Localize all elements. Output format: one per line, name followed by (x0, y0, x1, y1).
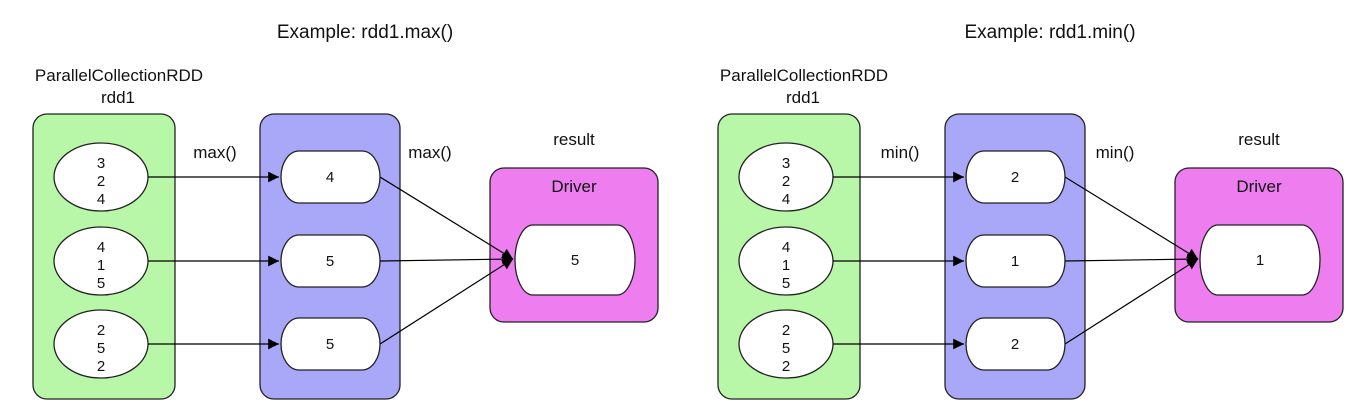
partition-value: 3 (782, 155, 790, 172)
partial-result-node (965, 234, 1066, 288)
partition-value: 5 (97, 340, 105, 357)
partition-value: 4 (97, 191, 105, 208)
partition-value: 5 (782, 275, 790, 292)
partial-result-value: 5 (326, 253, 334, 270)
partition-value: 2 (97, 173, 105, 190)
result-label: result (1238, 130, 1280, 149)
partition-value: 2 (97, 358, 105, 375)
reduce-arrow (1064, 253, 1199, 265)
reduce-arrow (1064, 176, 1199, 260)
reduce-arrow (379, 176, 514, 260)
partition-value: 2 (782, 358, 790, 375)
partition-value: 4 (782, 239, 790, 256)
reduce-arrow (1064, 258, 1199, 345)
driver-label: Driver (551, 177, 597, 196)
partial-result-value: 4 (326, 169, 334, 186)
partition-value: 1 (97, 257, 105, 274)
partition-value: 5 (782, 340, 790, 357)
operation-label: max() (408, 143, 451, 162)
partition-value: 2 (782, 173, 790, 190)
diagram-max: Example: rdd1.max() ParallelCollectionRDD… (32, 22, 659, 400)
partial-result-node (280, 234, 381, 288)
partial-result-value: 5 (326, 336, 334, 353)
partial-result-node (965, 317, 1066, 371)
rdd-class-label: ParallelCollectionRDD (35, 66, 203, 85)
partial-result-node (965, 150, 1066, 204)
rdd-name-label: rdd1 (786, 88, 820, 107)
partition-value: 1 (782, 257, 790, 274)
partition-value: 5 (97, 275, 105, 292)
driver-result-node (1199, 224, 1321, 296)
reduce-arrow (379, 258, 514, 345)
diagram-title: Example: rdd1.max() (277, 22, 453, 43)
driver-result-value: 1 (1256, 252, 1264, 269)
partition-value: 4 (782, 191, 790, 208)
rdd-class-label: ParallelCollectionRDD (720, 66, 888, 85)
partial-result-node (280, 317, 381, 371)
diagram-title: Example: rdd1.min() (964, 22, 1135, 43)
partition-value: 2 (97, 322, 105, 339)
result-label: result (553, 130, 595, 149)
partition-value: 4 (97, 239, 105, 256)
partial-result-value: 1 (1011, 253, 1019, 270)
driver-result-node (514, 224, 636, 296)
operation-label: min() (1096, 143, 1135, 162)
partial-result-value: 2 (1011, 336, 1019, 353)
partition-value: 3 (97, 155, 105, 172)
partition-value: 2 (782, 322, 790, 339)
operation-label: max() (193, 143, 236, 162)
diagram-min: Example: rdd1.min() ParallelCollectionRDD… (717, 22, 1344, 400)
driver-label: Driver (1236, 177, 1282, 196)
rdd-name-label: rdd1 (101, 88, 135, 107)
partial-result-value: 2 (1011, 169, 1019, 186)
reduce-arrow (379, 253, 514, 265)
operation-label: min() (881, 143, 920, 162)
driver-result-value: 5 (571, 252, 579, 269)
partial-result-node (280, 150, 381, 204)
